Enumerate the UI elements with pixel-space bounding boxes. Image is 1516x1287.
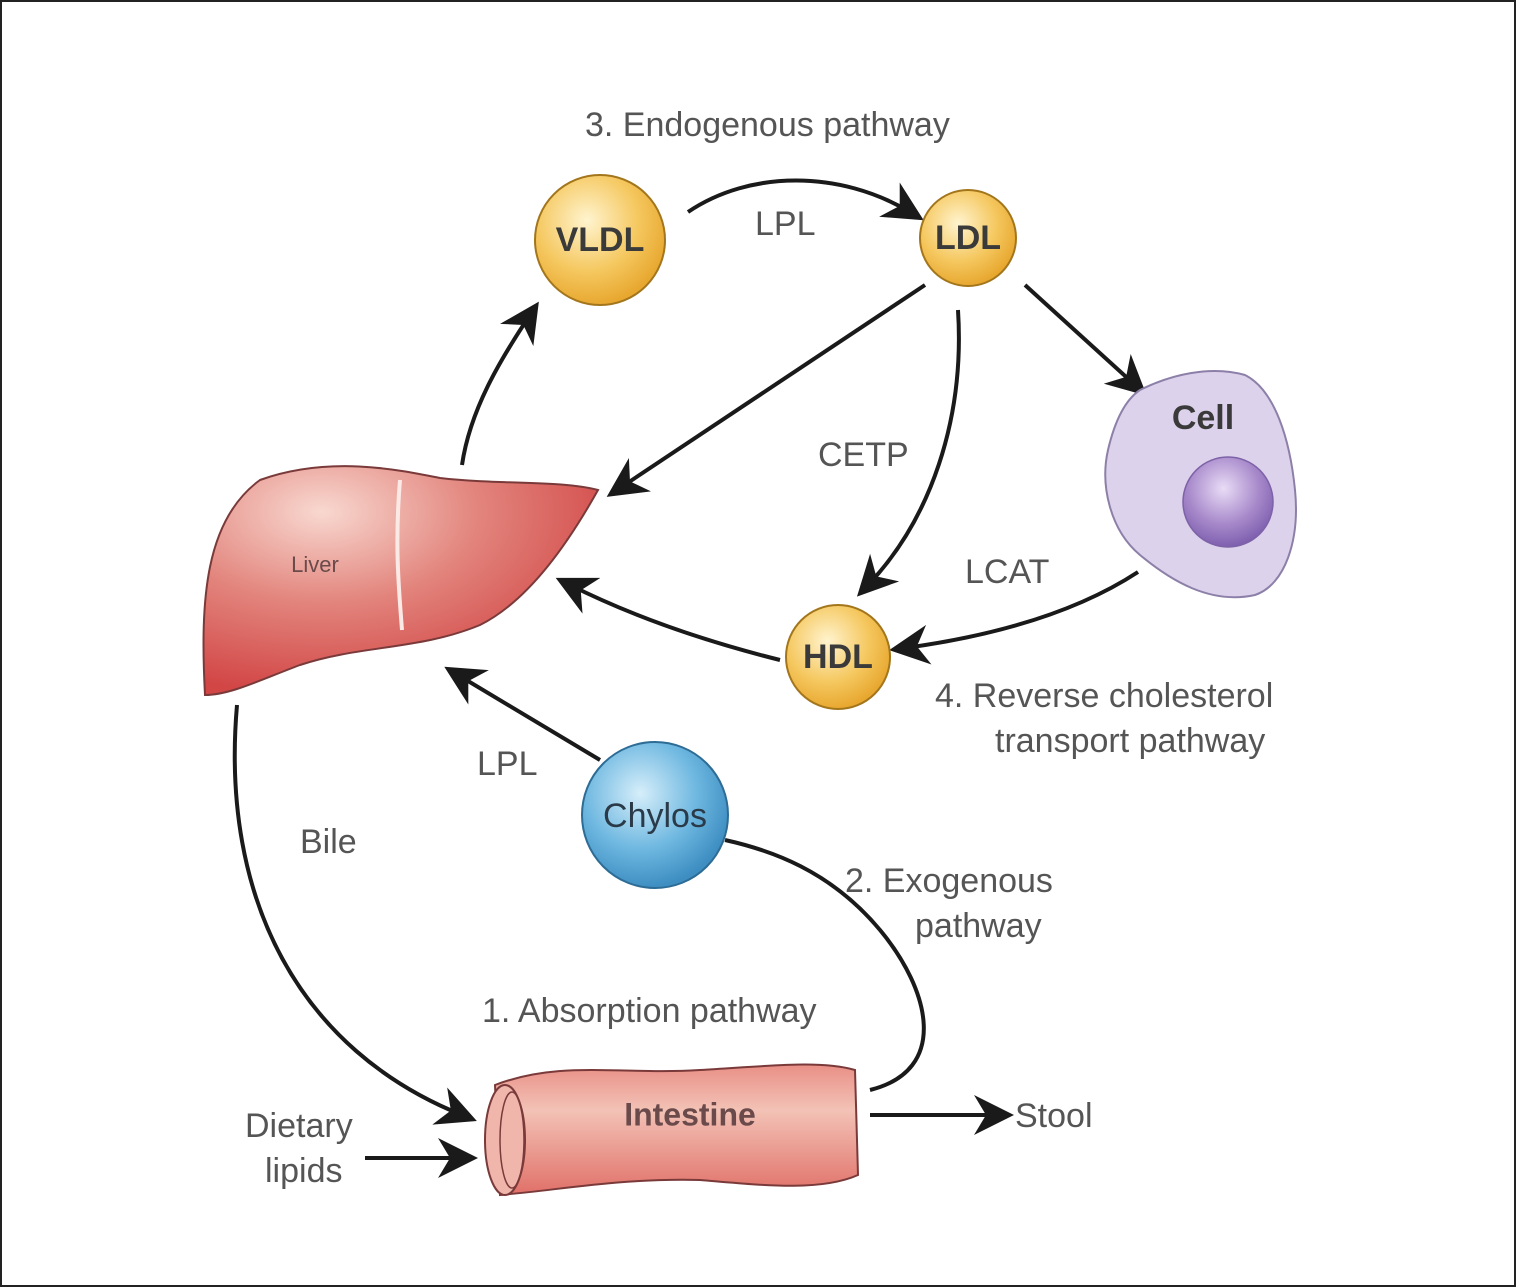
cell-label: Cell: [1172, 399, 1234, 437]
intestine-label: Intestine: [624, 1096, 756, 1132]
vldl-node: VLDL: [534, 174, 666, 306]
ldl-to-cell-arrow: [1023, 283, 1147, 396]
chylos-node: Chylos: [581, 741, 729, 889]
bile-arrow: [232, 704, 477, 1125]
intestine-organ: Intestine: [484, 1063, 860, 1197]
cetp-label: CETP: [818, 436, 909, 474]
reverse-pathway-label-line1: 4. Reverse cholesterol: [935, 677, 1273, 715]
absorption-pathway-label: 1. Absorption pathway: [482, 992, 817, 1030]
hdl-to-liver-arrow: [555, 577, 781, 662]
exogenous-pathway-label-line2: pathway: [915, 907, 1042, 945]
cell-to-hdl-arrow: [889, 570, 1140, 665]
chylos-to-liver-arrow: [444, 666, 602, 762]
endogenous-pathway-label: 3. Endogenous pathway: [585, 106, 950, 144]
liver-to-vldl-arrow: [460, 301, 539, 466]
lpl-bottom-label: LPL: [477, 745, 538, 783]
ldl-to-liver-arrow: [606, 283, 927, 497]
ldl-label: LDL: [935, 219, 1001, 257]
ldl-node: LDL: [919, 189, 1017, 287]
chylos-label: Chylos: [603, 797, 707, 835]
liver-organ: Liver: [202, 465, 600, 697]
exogenous-pathway-label-line1: 2. Exogenous: [845, 862, 1053, 900]
ldl-to-hdl-arrow: [856, 309, 961, 597]
hdl-node: HDL: [785, 604, 891, 710]
stool-label: Stool: [1015, 1097, 1093, 1135]
liver-label: Liver: [291, 552, 339, 577]
vldl-label: VLDL: [556, 221, 645, 259]
hdl-label: HDL: [803, 638, 873, 676]
bile-label: Bile: [300, 823, 357, 861]
lcat-label: LCAT: [965, 553, 1049, 591]
dietary-lipids-label-line1: Dietary: [245, 1107, 353, 1145]
cell: Cell: [1104, 369, 1297, 599]
intestine-to-chylos-line: [724, 838, 926, 1092]
lpl-top-label: LPL: [755, 205, 816, 243]
dietary-lipids-label-line2: lipids: [265, 1152, 342, 1190]
vldl-to-ldl-arrow: [686, 178, 924, 221]
reverse-pathway-label-line2: transport pathway: [995, 722, 1265, 760]
